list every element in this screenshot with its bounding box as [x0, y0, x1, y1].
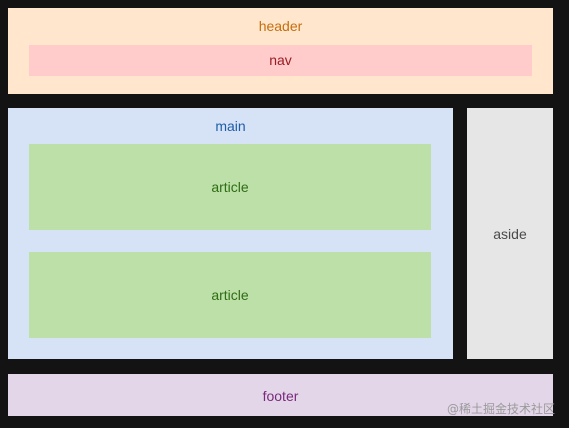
aside-box: aside	[467, 108, 553, 359]
header-label: header	[258, 18, 303, 34]
watermark: @稀土掘金技术社区	[446, 402, 555, 416]
article-box: article	[29, 252, 431, 338]
footer-box: footer	[8, 374, 553, 416]
main-label: main	[215, 118, 246, 134]
article-label: article	[211, 287, 249, 303]
article-box: article	[29, 144, 431, 230]
nav-box: nav	[29, 45, 532, 76]
article-label: article	[211, 179, 249, 195]
aside-label: aside	[493, 226, 527, 242]
nav-label: nav	[269, 52, 292, 68]
footer-label: footer	[262, 388, 299, 404]
